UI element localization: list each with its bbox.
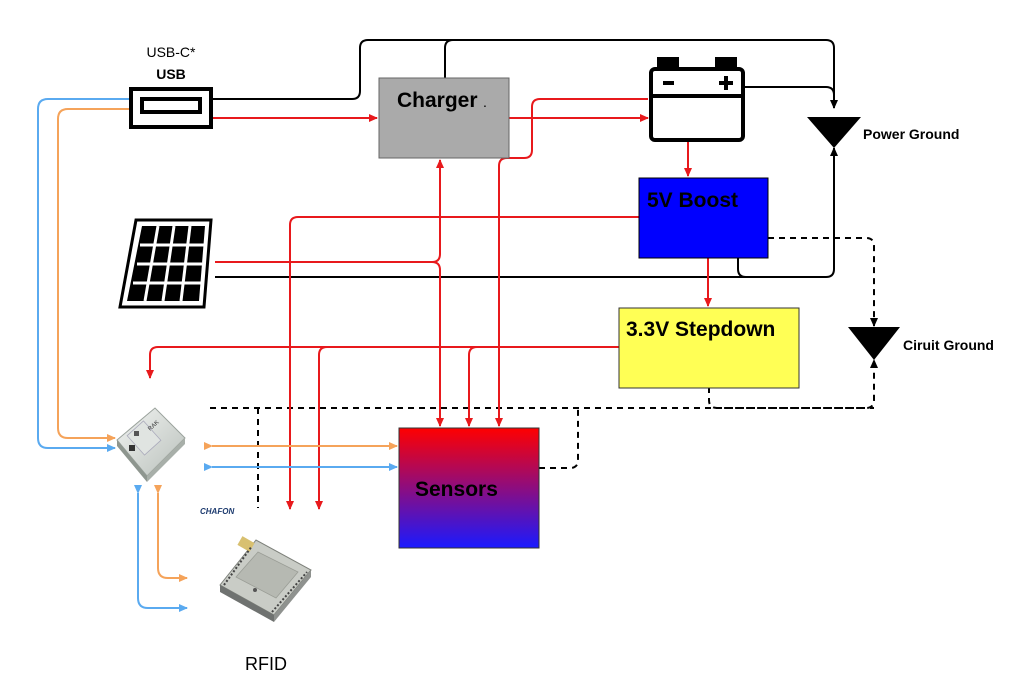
- stepdown-block: [618, 307, 800, 389]
- sensors-block: [398, 427, 540, 549]
- charger-block: [378, 77, 510, 159]
- power-wires: [146, 98, 712, 510]
- boost-block: [638, 177, 769, 259]
- rfid-module-icon: [219, 536, 312, 622]
- charger-label-suffix: .: [483, 94, 487, 110]
- solar-panel-icon: [118, 218, 213, 309]
- circuit-ground-wires: [210, 237, 878, 508]
- usb-port-icon: [129, 87, 213, 129]
- usb-caption: USB-C*: [146, 44, 196, 60]
- rfid-label: RFID: [245, 654, 287, 674]
- wifi-module-icon: RAK: [116, 407, 186, 482]
- circuit-ground-label: Ciruit Ground: [903, 337, 994, 353]
- sensors-label: Sensors: [415, 478, 498, 501]
- usb-label: USB: [156, 66, 186, 82]
- battery-icon: [649, 57, 745, 142]
- stepdown-label: 3.3V Stepdown: [626, 318, 775, 341]
- ground-wires: [213, 39, 838, 278]
- ground-icon: [807, 117, 861, 148]
- boost-label: 5V Boost: [647, 189, 738, 212]
- ground-icon: [848, 327, 900, 360]
- charger-label: Charger: [397, 89, 478, 112]
- power-ground-label: Power Ground: [863, 126, 959, 142]
- comm-wires: [37, 95, 398, 612]
- chafon-logo: CHAFON: [200, 507, 234, 516]
